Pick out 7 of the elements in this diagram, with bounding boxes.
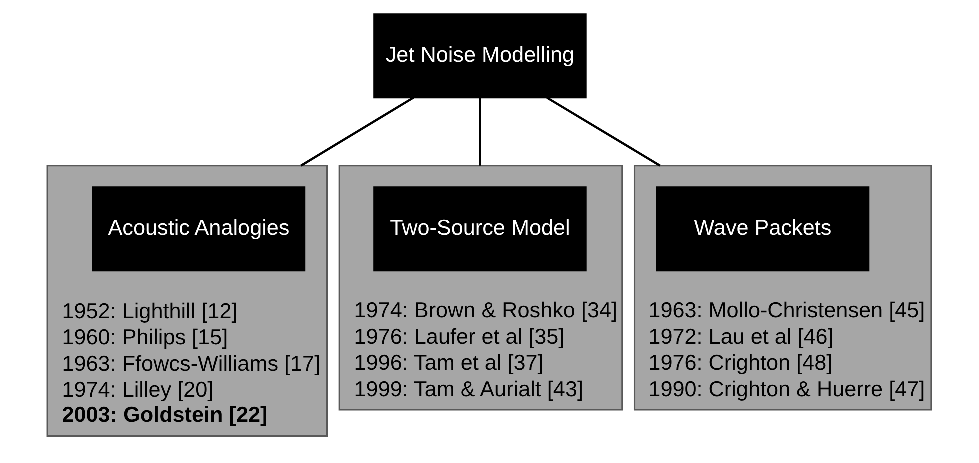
node-box: Wave Packets: [656, 186, 870, 272]
node-box: Acoustic Analogies: [92, 186, 306, 272]
connector: [300, 96, 414, 167]
connector: [479, 98, 482, 166]
node-box: Jet Noise Modelling: [374, 14, 587, 99]
node-box: Two-Source Model: [374, 186, 587, 272]
connector: [546, 96, 661, 167]
